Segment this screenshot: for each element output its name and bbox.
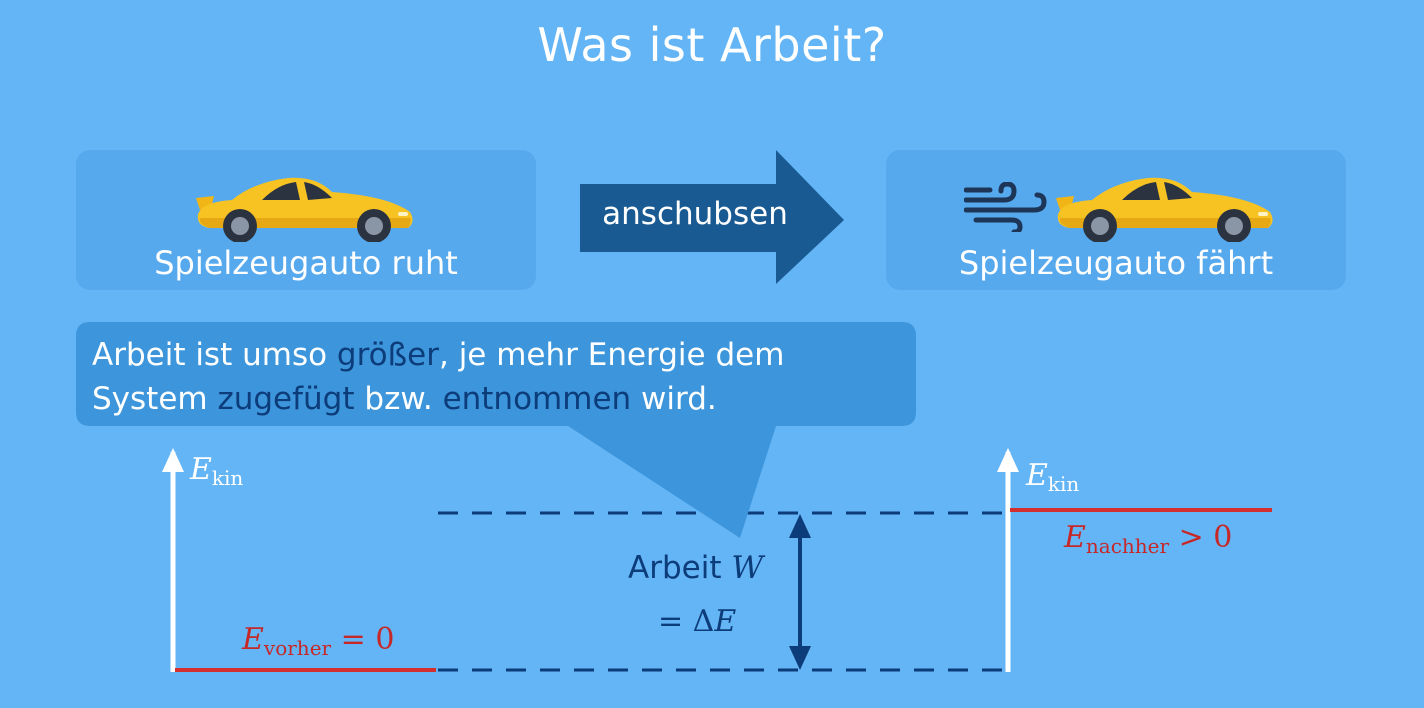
driving-car-card: Spielzeugauto fährt [886,150,1346,290]
car-icon [196,177,413,242]
push-arrow [580,150,844,284]
resting-car-label: Spielzeugauto ruht [154,244,458,282]
after-energy-label: Enachher > 0 [1064,520,1233,558]
left-axis-arrowhead [162,448,184,472]
callout-text: Arbeit ist umso größer, je mehr Energie … [92,333,892,421]
push-arrow-label: anschubsen [602,196,788,232]
callout-part: System [92,381,218,417]
page-title: Was ist Arbeit? [537,18,887,72]
work-equals-delta-e: = ΔE [658,604,737,639]
callout-highlight: zugefügt [217,381,355,417]
work-label: Arbeit W [628,550,764,586]
work-arrow-bottom-head [789,646,811,670]
wind-icon [964,182,1047,232]
callout-part: , je mehr Energie dem [438,337,785,373]
resting-car-card: Spielzeugauto ruht [76,150,536,290]
callout-part: bzw. [354,381,443,417]
right-axis-arrowhead [997,448,1019,472]
callout-highlight: größer [336,337,439,373]
before-energy-label: Evorher = 0 [242,622,395,660]
callout-part: Arbeit ist umso [92,337,337,373]
driving-car-label: Spielzeugauto fährt [958,244,1274,282]
right-axis-label: Ekin [1026,458,1080,496]
callout-highlight: entnommen [442,381,632,417]
work-arrow-top-head [789,514,811,538]
callout-part: wird. [631,381,717,417]
car-icon [1056,177,1273,242]
left-axis-label: Ekin [190,452,244,490]
